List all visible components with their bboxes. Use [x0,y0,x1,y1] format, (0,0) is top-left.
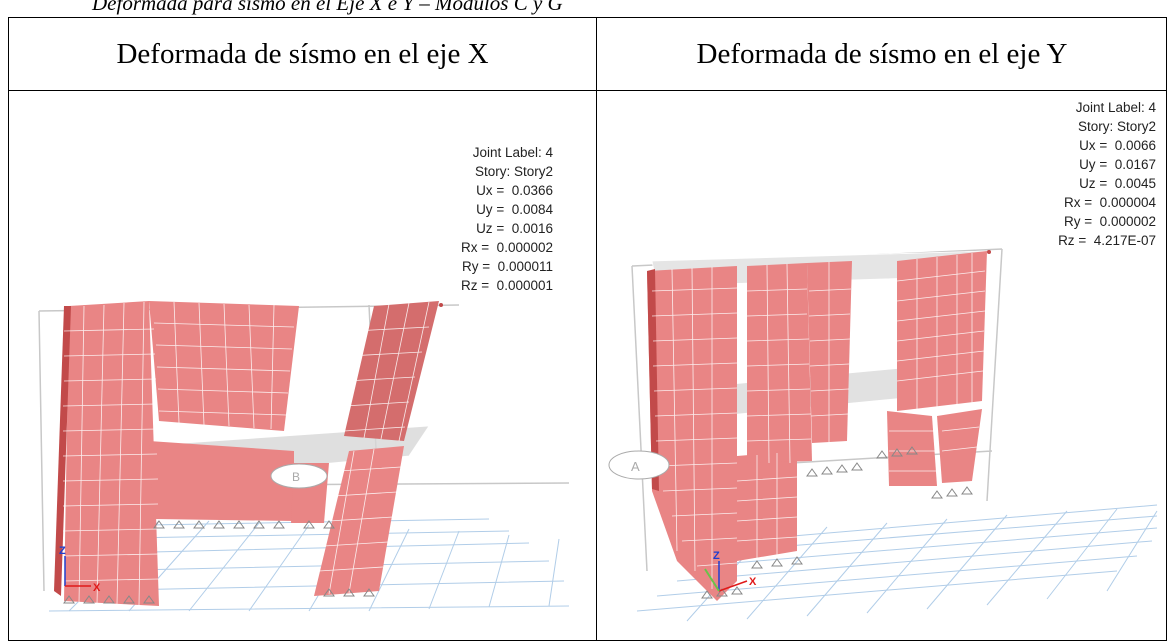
grid-bubble-label: B [292,470,300,484]
joint-marker [987,250,991,254]
joint-uz: Uz = 0.0045 [1079,176,1156,191]
joint-ry: Ry = 0.000002 [1064,214,1156,229]
joint-story: Story: Story2 [1077,119,1156,134]
figure-caption: Deformada para sismo en el Eje X e Y – M… [92,0,563,15]
joint-story: Story: Story2 [474,164,553,179]
joint-rx: Rx = 0.000004 [1064,195,1156,210]
joint-rx: Rx = 0.000002 [461,240,553,255]
model-3d-view-y: A Z X [608,248,1158,622]
axis-triad: Z X [704,550,757,592]
column-divider [596,18,597,640]
header-x: Deformada de sísmo en el eje X [116,37,489,70]
header-y: Deformada de sísmo en el eje Y [696,37,1068,70]
wall-center [149,301,299,521]
wall-center [747,261,852,463]
axis-z-label: Z [59,545,66,557]
grid-bubble-b: B [270,463,328,489]
joint-uz: Uz = 0.0016 [476,221,553,236]
grid-bubble-a: A [608,450,670,480]
joint-marker [439,303,443,307]
joint-ry: Ry = 0.000011 [462,259,553,274]
wall-left [647,266,797,601]
wall-mesh [651,253,986,589]
supports [701,446,973,599]
axis-triad: Z X [59,545,101,594]
panel-deformation-y: A Z X Joint Label: 4 Story: Story2 Ux = … [597,91,1167,640]
joint-uy: Uy = 0.0167 [1079,157,1156,172]
joint-label: Joint Label: 4 [1075,100,1156,115]
grid-bubble-label: A [631,459,640,474]
joint-info-box: Joint Label: 4 Story: Story2 Ux = 0.0066… [1058,98,1156,250]
axis-x-label: X [93,582,101,594]
joint-rz: Rz = 4.217E-07 [1058,233,1156,248]
axis-x-label: X [749,576,757,588]
wall-right [887,251,987,486]
joint-uy: Uy = 0.0084 [476,202,553,217]
joint-label: Joint Label: 4 [472,145,553,160]
figure-table: Deformada de sísmo en el eje X Deformada… [8,17,1167,641]
model-3d-view-x: B Z X [38,301,570,612]
wall-mesh [62,301,430,606]
axis-z-label: Z [713,550,720,562]
joint-ux: Ux = 0.0366 [476,183,553,198]
joint-info-box: Joint Label: 4 Story: Story2 Ux = 0.0366… [461,143,553,295]
supports [63,520,375,604]
joint-ux: Ux = 0.0066 [1079,138,1156,153]
joint-rz: Rz = 0.000001 [461,278,553,293]
header-divider [9,90,1166,91]
panel-deformation-x: B Z X Joint Label: 4 Story: Story2 Ux = … [9,91,596,640]
